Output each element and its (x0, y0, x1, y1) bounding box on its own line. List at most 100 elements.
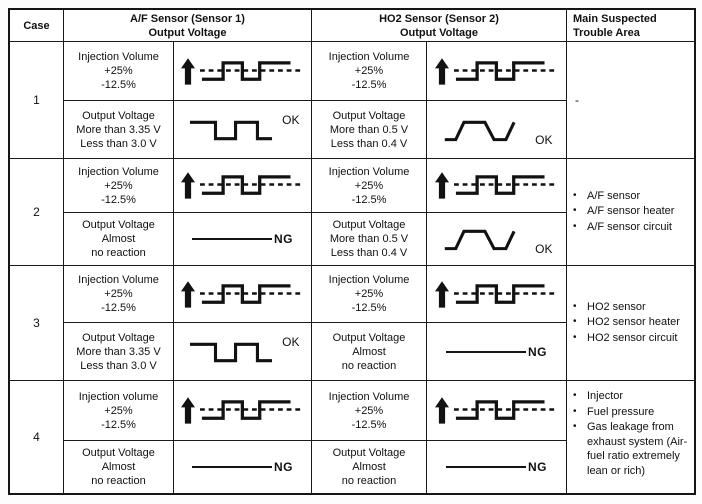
square-wave-dashed-icon (200, 55, 304, 88)
arrow-up-icon (181, 58, 195, 85)
square-wave-dashed-icon (454, 278, 558, 311)
af-injection-waveform-cell (174, 159, 312, 213)
cell-line: Almost (101, 233, 136, 245)
cell-line: -12.5% (101, 193, 136, 206)
cell-line: Injection volume (78, 390, 159, 403)
bullet-icon: • (573, 421, 577, 432)
af-output-waveform-cell: NG (174, 213, 312, 266)
ho2-output-waveform-cell: OK (427, 213, 567, 266)
injection-waveform (435, 394, 558, 427)
case-number: 3 (33, 316, 40, 330)
injection-waveform (435, 55, 558, 88)
square-wave-dashed-icon (200, 394, 304, 427)
cell-line: Injection Volume (78, 51, 159, 63)
trouble-list: • Injector • Fuel pressure • Gas leakage… (573, 389, 690, 479)
square-wave-dashed-icon (200, 278, 304, 311)
af-injection-text-cell: Injection volume +25% -12.5% (64, 381, 174, 441)
cell-line: -12.5% (351, 79, 387, 91)
ho2-injection-waveform-cell (427, 266, 567, 323)
cell-line: Output Voltage (82, 219, 155, 231)
af-injection-text-cell: Injection Volume +25% -12.5% (64, 42, 174, 101)
flat-line-icon (192, 238, 272, 240)
ho2-injection-waveform-cell (427, 42, 567, 101)
cell-line: -12.5% (351, 193, 387, 206)
case-number: 4 (33, 430, 40, 444)
cell-line: -12.5% (351, 302, 387, 314)
ho2-injection-text-cell: Injection Volume +25% -12.5% (312, 159, 427, 213)
cell-line: More than 0.5 V (329, 233, 409, 245)
injection-waveform (181, 394, 304, 427)
cell-line: +25% (104, 65, 133, 77)
af-output-text-cell: Output Voltage More than 3.35 V Less tha… (64, 323, 174, 381)
cell-line: Injection Volume (78, 165, 159, 178)
trouble-item: • Injector (573, 390, 624, 402)
flat-line-icon (192, 466, 272, 468)
af-injection-waveform-cell (174, 42, 312, 101)
trouble-item: • HO2 sensor (573, 300, 646, 313)
af-injection-waveform-cell (174, 381, 312, 441)
trouble-item: • HO2 sensor circuit (573, 331, 678, 344)
cell-line: +25% (104, 404, 133, 417)
cell-line: Less than 0.4 V (330, 137, 408, 150)
trouble-area-cell: • A/F sensor • A/F sensor heater • A/F s… (567, 159, 694, 266)
arrow-up-icon (435, 397, 449, 424)
square-wave-icon (186, 115, 276, 146)
header-case: Case (10, 10, 64, 42)
trouble-area-cell: • Injector • Fuel pressure • Gas leakage… (567, 381, 694, 493)
cell-line: Less than 0.4 V (330, 247, 408, 259)
ho2-injection-text-cell: Injection Volume +25% -12.5% (312, 266, 427, 323)
af-output-text-cell: Output Voltage Almost no reaction (64, 213, 174, 266)
trapezoid-wave-icon (441, 115, 527, 146)
ok-trapezoid-waveform: OK (441, 222, 553, 256)
square-wave-dashed-icon (454, 169, 558, 202)
injection-waveform (435, 169, 558, 202)
cell-line: More than 3.35 V (76, 123, 161, 136)
square-wave-dashed-icon (454, 394, 558, 427)
ng-flatline-waveform: NG (446, 460, 547, 474)
header-trouble-line2: Trouble Area (573, 26, 640, 39)
trouble-item: • A/F sensor circuit (573, 220, 672, 233)
case-number: 1 (33, 93, 40, 107)
bullet-icon: • (573, 316, 577, 328)
bullet-icon: • (573, 220, 577, 232)
cell-line: Almost (352, 461, 386, 473)
cell-line: More than 3.35 V (76, 345, 161, 358)
result-label: NG (528, 344, 547, 359)
trouble-area-cell: • HO2 sensor • HO2 sensor heater • HO2 s… (567, 266, 694, 381)
af-injection-waveform-cell (174, 266, 312, 323)
result-label: NG (528, 460, 547, 474)
cell-line: +25% (104, 179, 133, 192)
cell-line: Injection Volume (328, 390, 410, 403)
trouble-list: • HO2 sensor • HO2 sensor heater • HO2 s… (573, 300, 680, 347)
cell-line: Almost (352, 345, 386, 358)
ho2-injection-text-cell: Injection Volume +25% -12.5% (312, 381, 427, 441)
ho2-output-text-cell: Output Voltage More than 0.5 V Less than… (312, 101, 427, 159)
cell-line: Injection Volume (328, 51, 410, 63)
arrow-up-icon (181, 281, 195, 308)
cell-line: Output Voltage (332, 331, 406, 344)
ng-flatline-waveform: NG (446, 345, 547, 359)
cell-line: +25% (354, 179, 384, 192)
cell-line: no reaction (341, 359, 397, 372)
cell-line: +25% (354, 404, 384, 417)
cell-line: -12.5% (101, 79, 136, 91)
ho2-injection-text-cell: Injection Volume +25% -12.5% (312, 42, 427, 101)
cell-line: More than 0.5 V (329, 123, 409, 136)
result-label: OK (282, 334, 300, 349)
ho2-injection-waveform-cell (427, 159, 567, 213)
cell-line: -12.5% (101, 418, 136, 431)
ok-square-waveform: OK (186, 335, 300, 369)
arrow-up-icon (181, 172, 195, 199)
result-label: OK (535, 242, 553, 256)
trouble-item: • Gas leakage from exhaust system (Air-f… (573, 421, 688, 477)
cell-line: Output Voltage (332, 447, 406, 459)
cell-line: Almost (101, 461, 136, 473)
af-injection-text-cell: Injection Volume +25% -12.5% (64, 159, 174, 213)
case-number-cell: 3 (10, 266, 64, 381)
square-wave-dashed-icon (454, 55, 558, 88)
bullet-icon: • (573, 300, 577, 312)
cell-line: Output Voltage (332, 219, 406, 231)
injection-waveform (181, 55, 304, 88)
bullet-icon: • (573, 189, 577, 201)
